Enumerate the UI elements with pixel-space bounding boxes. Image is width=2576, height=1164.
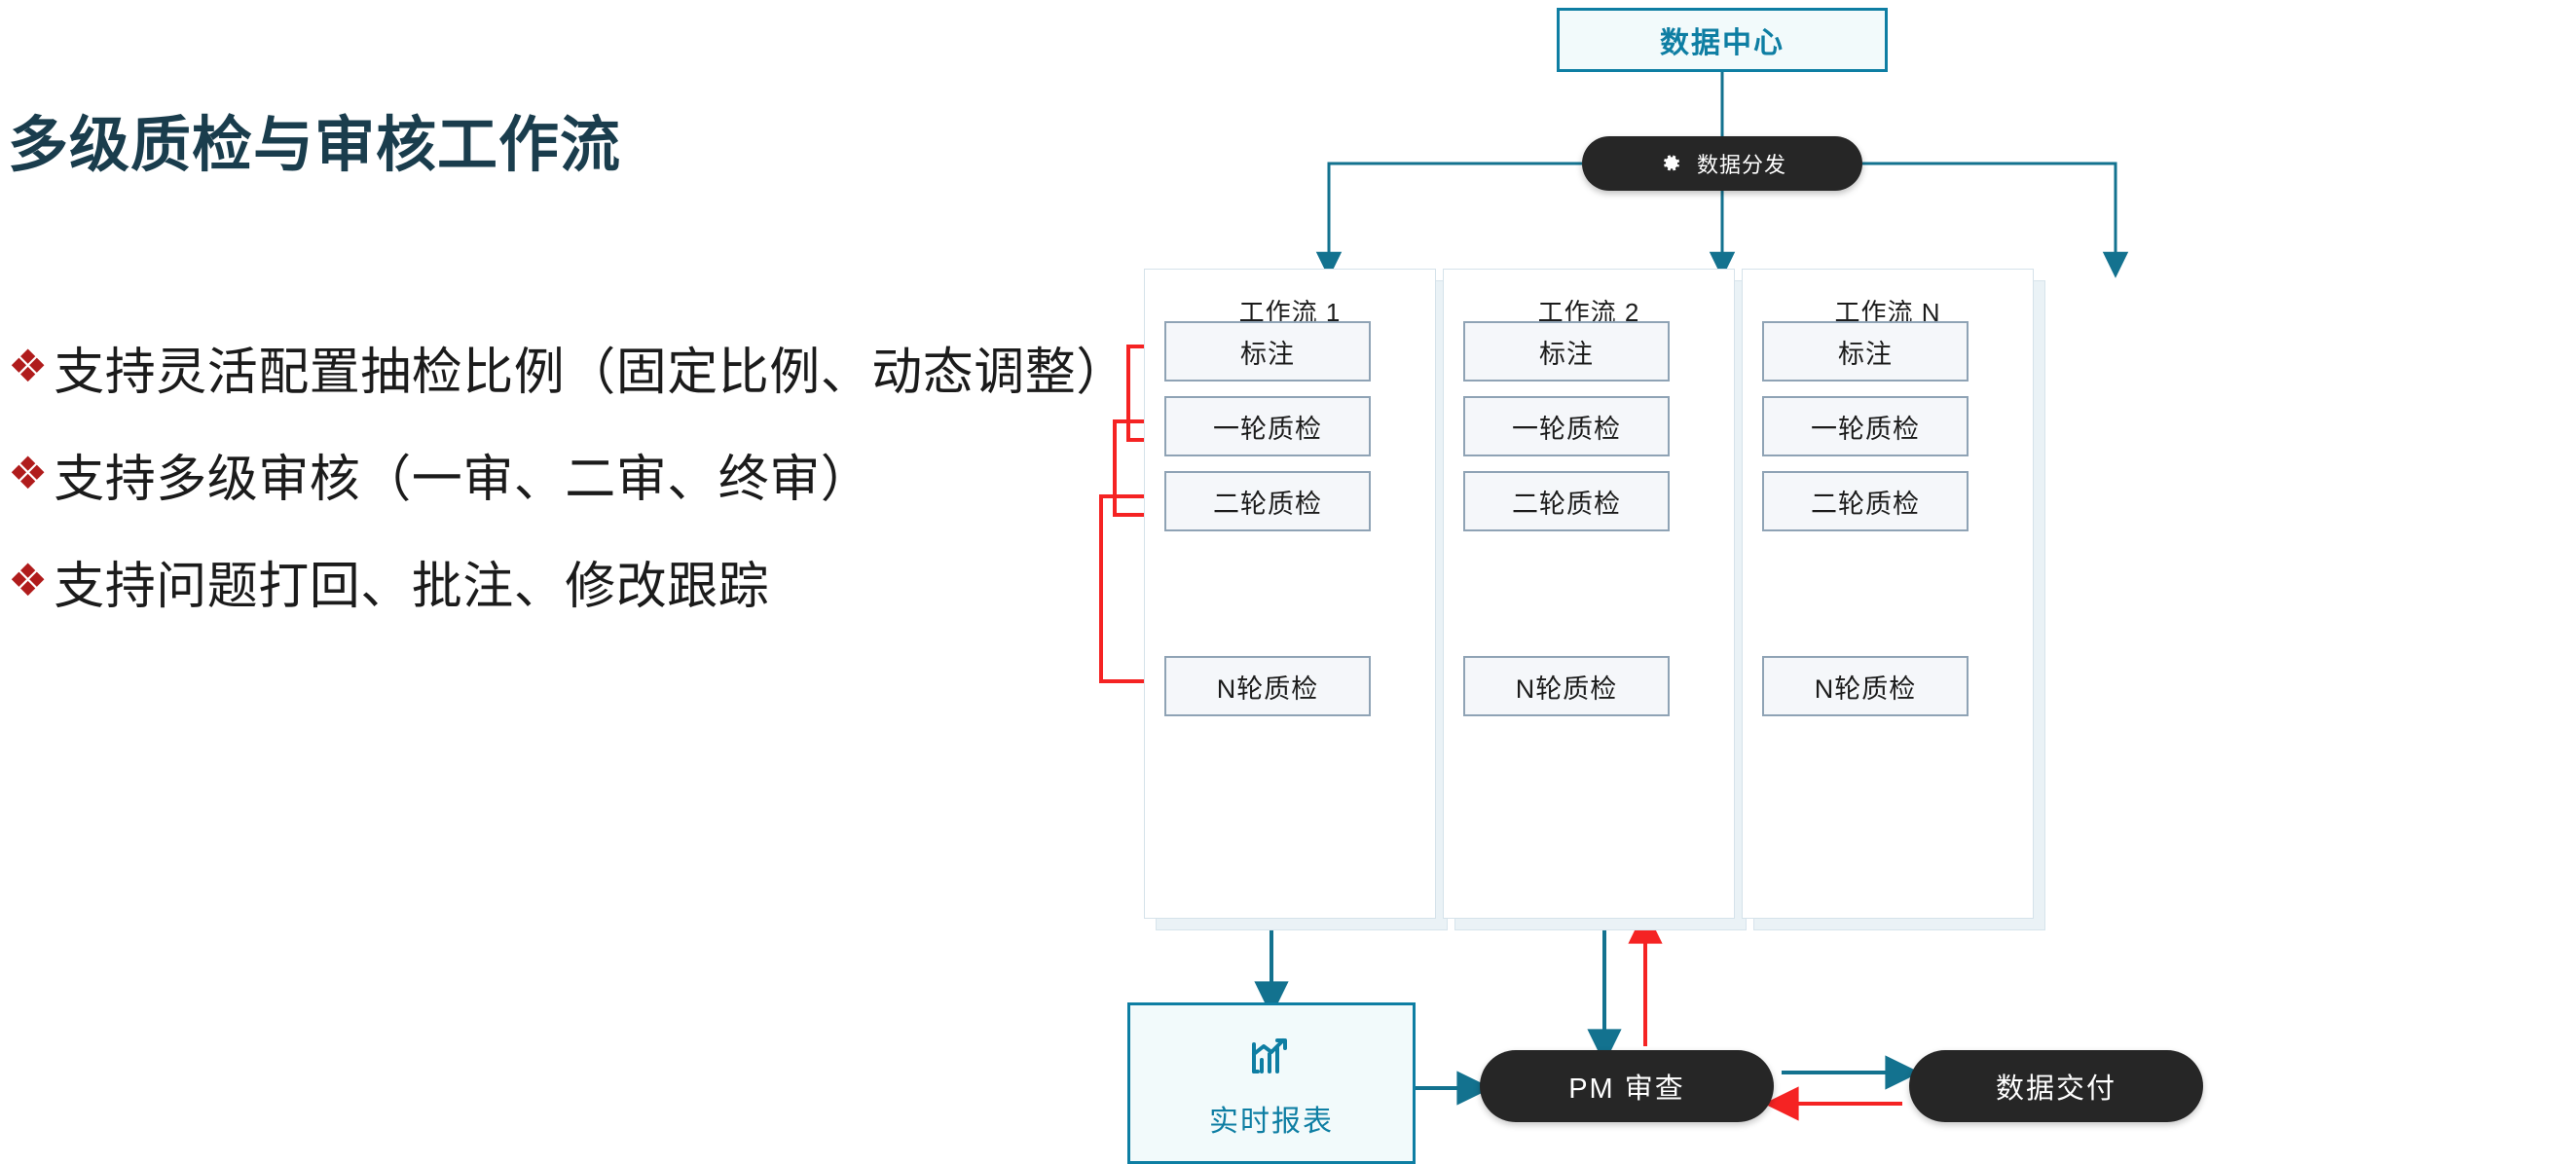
node-layer: 数据中心 数据分发 工作流 1 标注 一轮质检 二轮质检 N轮质检 — [1090, 0, 2576, 1164]
step-label: N轮质检 — [1515, 673, 1618, 704]
step-box-qc-round2[interactable]: 二轮质检 — [1463, 471, 1670, 531]
bullet-diamond-icon: ❖ — [8, 447, 49, 498]
bullet-item-1: ❖ 支持灵活配置抽检比例（固定比例、动态调整） — [8, 331, 1127, 404]
bullet-text-3: 支持问题打回、批注、修改跟踪 — [54, 559, 770, 615]
step-label: 一轮质检 — [1213, 414, 1322, 444]
workflow-card-1[interactable]: 工作流 1 — [1144, 269, 1436, 919]
gear-icon — [1664, 155, 1680, 171]
step-label: N轮质检 — [1814, 673, 1917, 704]
bullet-item-3: ❖ 支持问题打回、批注、修改跟踪 — [8, 545, 769, 618]
step-label: 一轮质检 — [1512, 414, 1621, 444]
step-label: N轮质检 — [1216, 673, 1319, 704]
page-title: 多级质检与审核工作流 — [8, 112, 622, 179]
step-label: 二轮质检 — [1811, 489, 1920, 519]
step-label: 二轮质检 — [1213, 489, 1322, 519]
step-box-qc-round2[interactable]: 二轮质检 — [1164, 471, 1371, 531]
left-text-panel: 多级质检与审核工作流 ❖ 支持灵活配置抽检比例（固定比例、动态调整） ❖ 支持多… — [0, 0, 1126, 1164]
step-box-qc-roundn[interactable]: N轮质检 — [1164, 656, 1371, 716]
step-label: 二轮质检 — [1512, 489, 1621, 519]
step-box-qc-round1[interactable]: 一轮质检 — [1463, 396, 1670, 456]
bullet-item-2: ❖ 支持多级审核（一审、二审、终审） — [8, 438, 871, 511]
step-box-qc-roundn[interactable]: N轮质检 — [1463, 656, 1670, 716]
realtime-report-label: 实时报表 — [1209, 1106, 1334, 1138]
step-box-annotate[interactable]: 标注 — [1762, 321, 1969, 382]
data-center-label: 数据中心 — [1660, 27, 1785, 59]
bullet-diamond-icon: ❖ — [8, 554, 49, 605]
data-delivery-label: 数据交付 — [1995, 1073, 2116, 1105]
pm-review-node[interactable]: PM 审查 — [1480, 1050, 1774, 1122]
step-box-annotate[interactable]: 标注 — [1463, 321, 1670, 382]
step-box-annotate[interactable]: 标注 — [1164, 321, 1371, 382]
step-label: 标注 — [1539, 339, 1594, 369]
data-dispatch-label: 数据分发 — [1696, 153, 1786, 177]
bullet-diamond-icon: ❖ — [8, 340, 49, 391]
data-dispatch-node[interactable]: 数据分发 — [1582, 136, 1862, 191]
step-box-qc-round2[interactable]: 二轮质检 — [1762, 471, 1969, 531]
step-label: 标注 — [1240, 339, 1295, 369]
realtime-report-node[interactable]: 实时报表 — [1127, 1002, 1416, 1164]
workflow-diagram: 数据中心 数据分发 工作流 1 标注 一轮质检 二轮质检 N轮质检 — [1090, 0, 2576, 1164]
step-box-qc-round1[interactable]: 一轮质检 — [1762, 396, 1969, 456]
step-box-qc-round1[interactable]: 一轮质检 — [1164, 396, 1371, 456]
step-label: 一轮质检 — [1811, 414, 1920, 444]
bullet-text-1: 支持灵活配置抽检比例（固定比例、动态调整） — [54, 345, 1127, 401]
bullet-text-2: 支持多级审核（一审、二审、终审） — [54, 452, 872, 508]
data-delivery-node[interactable]: 数据交付 — [1909, 1050, 2203, 1122]
pm-review-label: PM 审查 — [1568, 1073, 1685, 1105]
data-center-node[interactable]: 数据中心 — [1557, 8, 1888, 72]
step-box-qc-roundn[interactable]: N轮质检 — [1762, 656, 1969, 716]
bar-chart-trend-icon — [1252, 1038, 1287, 1073]
step-label: 标注 — [1838, 339, 1893, 369]
